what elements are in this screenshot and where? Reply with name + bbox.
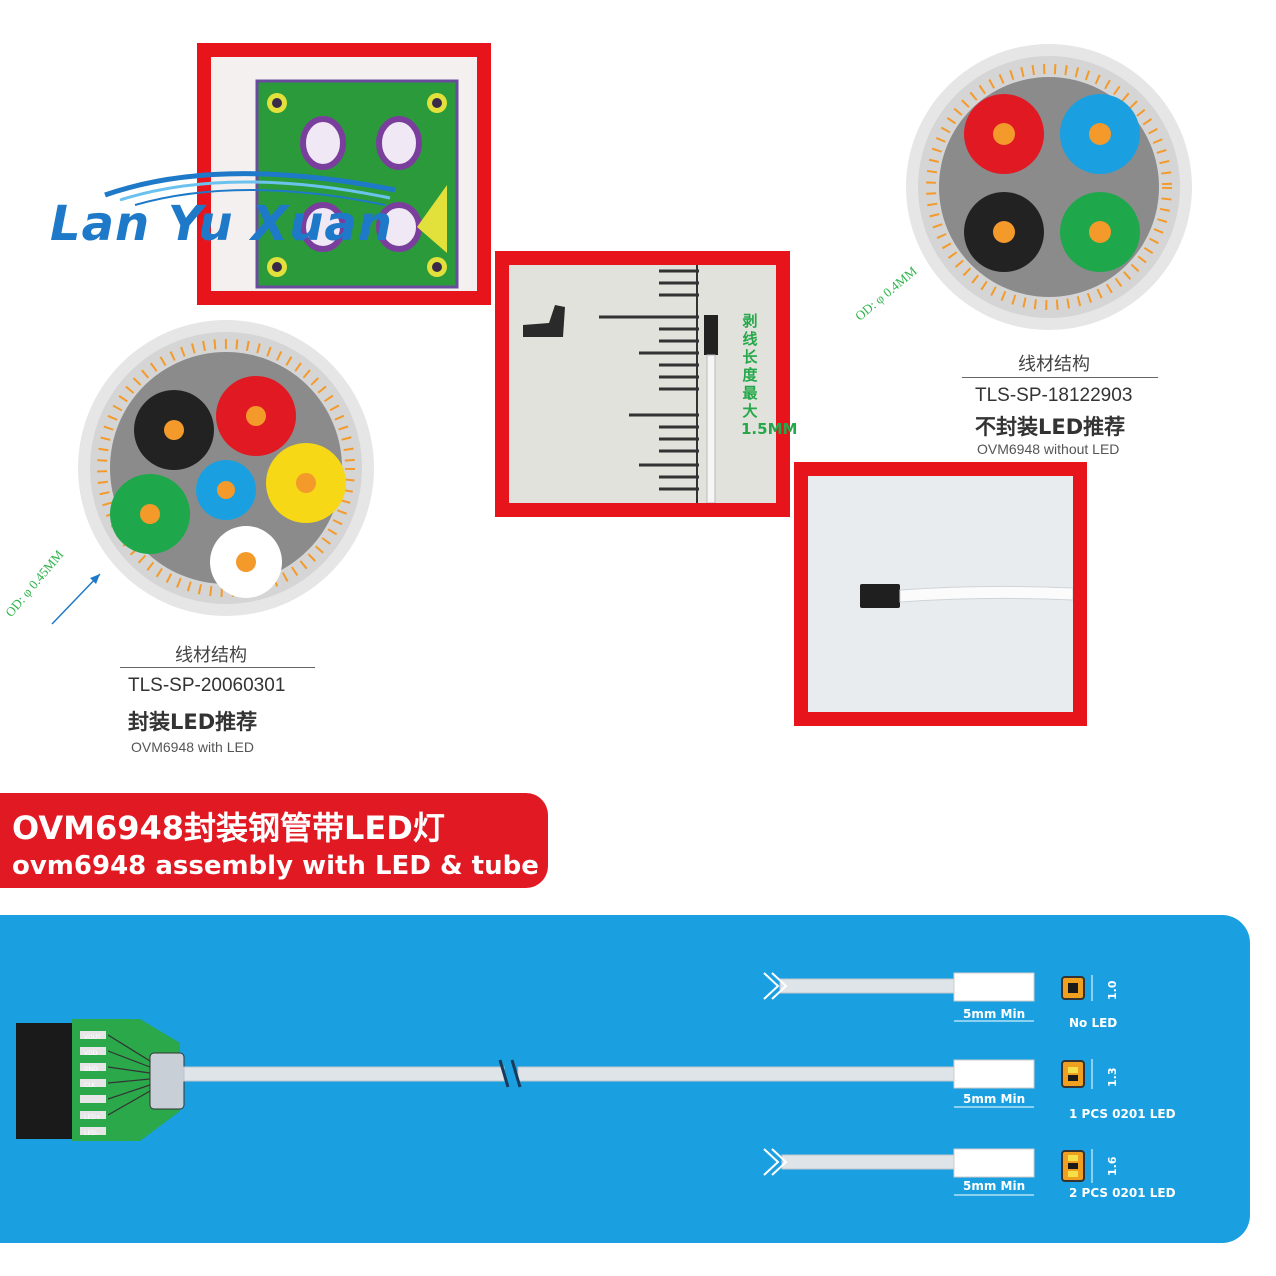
- variant-1-led-label: No LED: [1069, 1016, 1118, 1030]
- pcb-photo-frame: [197, 43, 491, 305]
- variant-2-led-label: 1 PCS 0201 LED: [1069, 1107, 1176, 1121]
- right-cable-code: TLS-SP-18122903: [975, 385, 1133, 406]
- od-arrow-icon: [51, 573, 101, 625]
- pin-label-vout: VOUT: [84, 1034, 101, 1041]
- variant-1-dim: 1.0: [1106, 980, 1119, 1001]
- banner-title-cn: OVM6948封装钢管带LED灯: [12, 809, 445, 847]
- right-recommend-en: OVM6948 without LED: [977, 441, 1120, 457]
- cable-tip-photo: [808, 476, 1073, 712]
- assembly-banner: OVM6948封装钢管带LED灯 ovm6948 assembly with L…: [0, 793, 548, 888]
- cable-cross-section-6core: [78, 320, 374, 616]
- brand-logo: Lan Yu Xuan: [50, 196, 393, 252]
- logo-swoosh-icon: [104, 171, 396, 206]
- cable-cross-section-4core: [906, 44, 1192, 330]
- banner-title-en: ovm6948 assembly with LED & tube: [12, 851, 539, 881]
- pcb-photo: [211, 57, 477, 291]
- left-recommend-en: OVM6948 with LED: [131, 739, 254, 755]
- right-divider: [962, 377, 1158, 378]
- strip-length-label: 剥线长度最大1.5MM: [741, 312, 797, 438]
- variant-3-dim: 1.6: [1106, 1156, 1119, 1177]
- pin-label-gnd: GND: [84, 1066, 98, 1073]
- left-divider: [120, 667, 315, 668]
- variant-2-dim: 1.3: [1106, 1067, 1119, 1088]
- variant-3-min-label: 5mm Min: [963, 1179, 1026, 1193]
- left-cable-code: TLS-SP-20060301: [128, 675, 286, 696]
- right-recommend-cn: 不封装LED推荐: [975, 415, 1126, 439]
- assembly-diagram: [16, 972, 1093, 1196]
- pin-label-led-minus: LED-: [84, 1130, 98, 1137]
- left-structure-title: 线材结构: [175, 645, 247, 665]
- variant-1-min-label: 5mm Min: [963, 1007, 1026, 1021]
- ruler-photo: [509, 265, 776, 503]
- right-structure-title: 线材结构: [1018, 354, 1090, 374]
- variant-3-led-label: 2 PCS 0201 LED: [1069, 1186, 1176, 1200]
- pin-label-clk: CLK: [84, 1082, 96, 1089]
- pin-label-vdd: VDD: [84, 1050, 98, 1057]
- cable-tip-photo-frame: [794, 462, 1087, 726]
- left-recommend-cn: 封装LED推荐: [128, 710, 258, 734]
- pin-label-led-plus: LED+: [84, 1114, 101, 1121]
- ruler-photo-frame: [495, 251, 790, 517]
- variant-2-min-label: 5mm Min: [963, 1092, 1026, 1106]
